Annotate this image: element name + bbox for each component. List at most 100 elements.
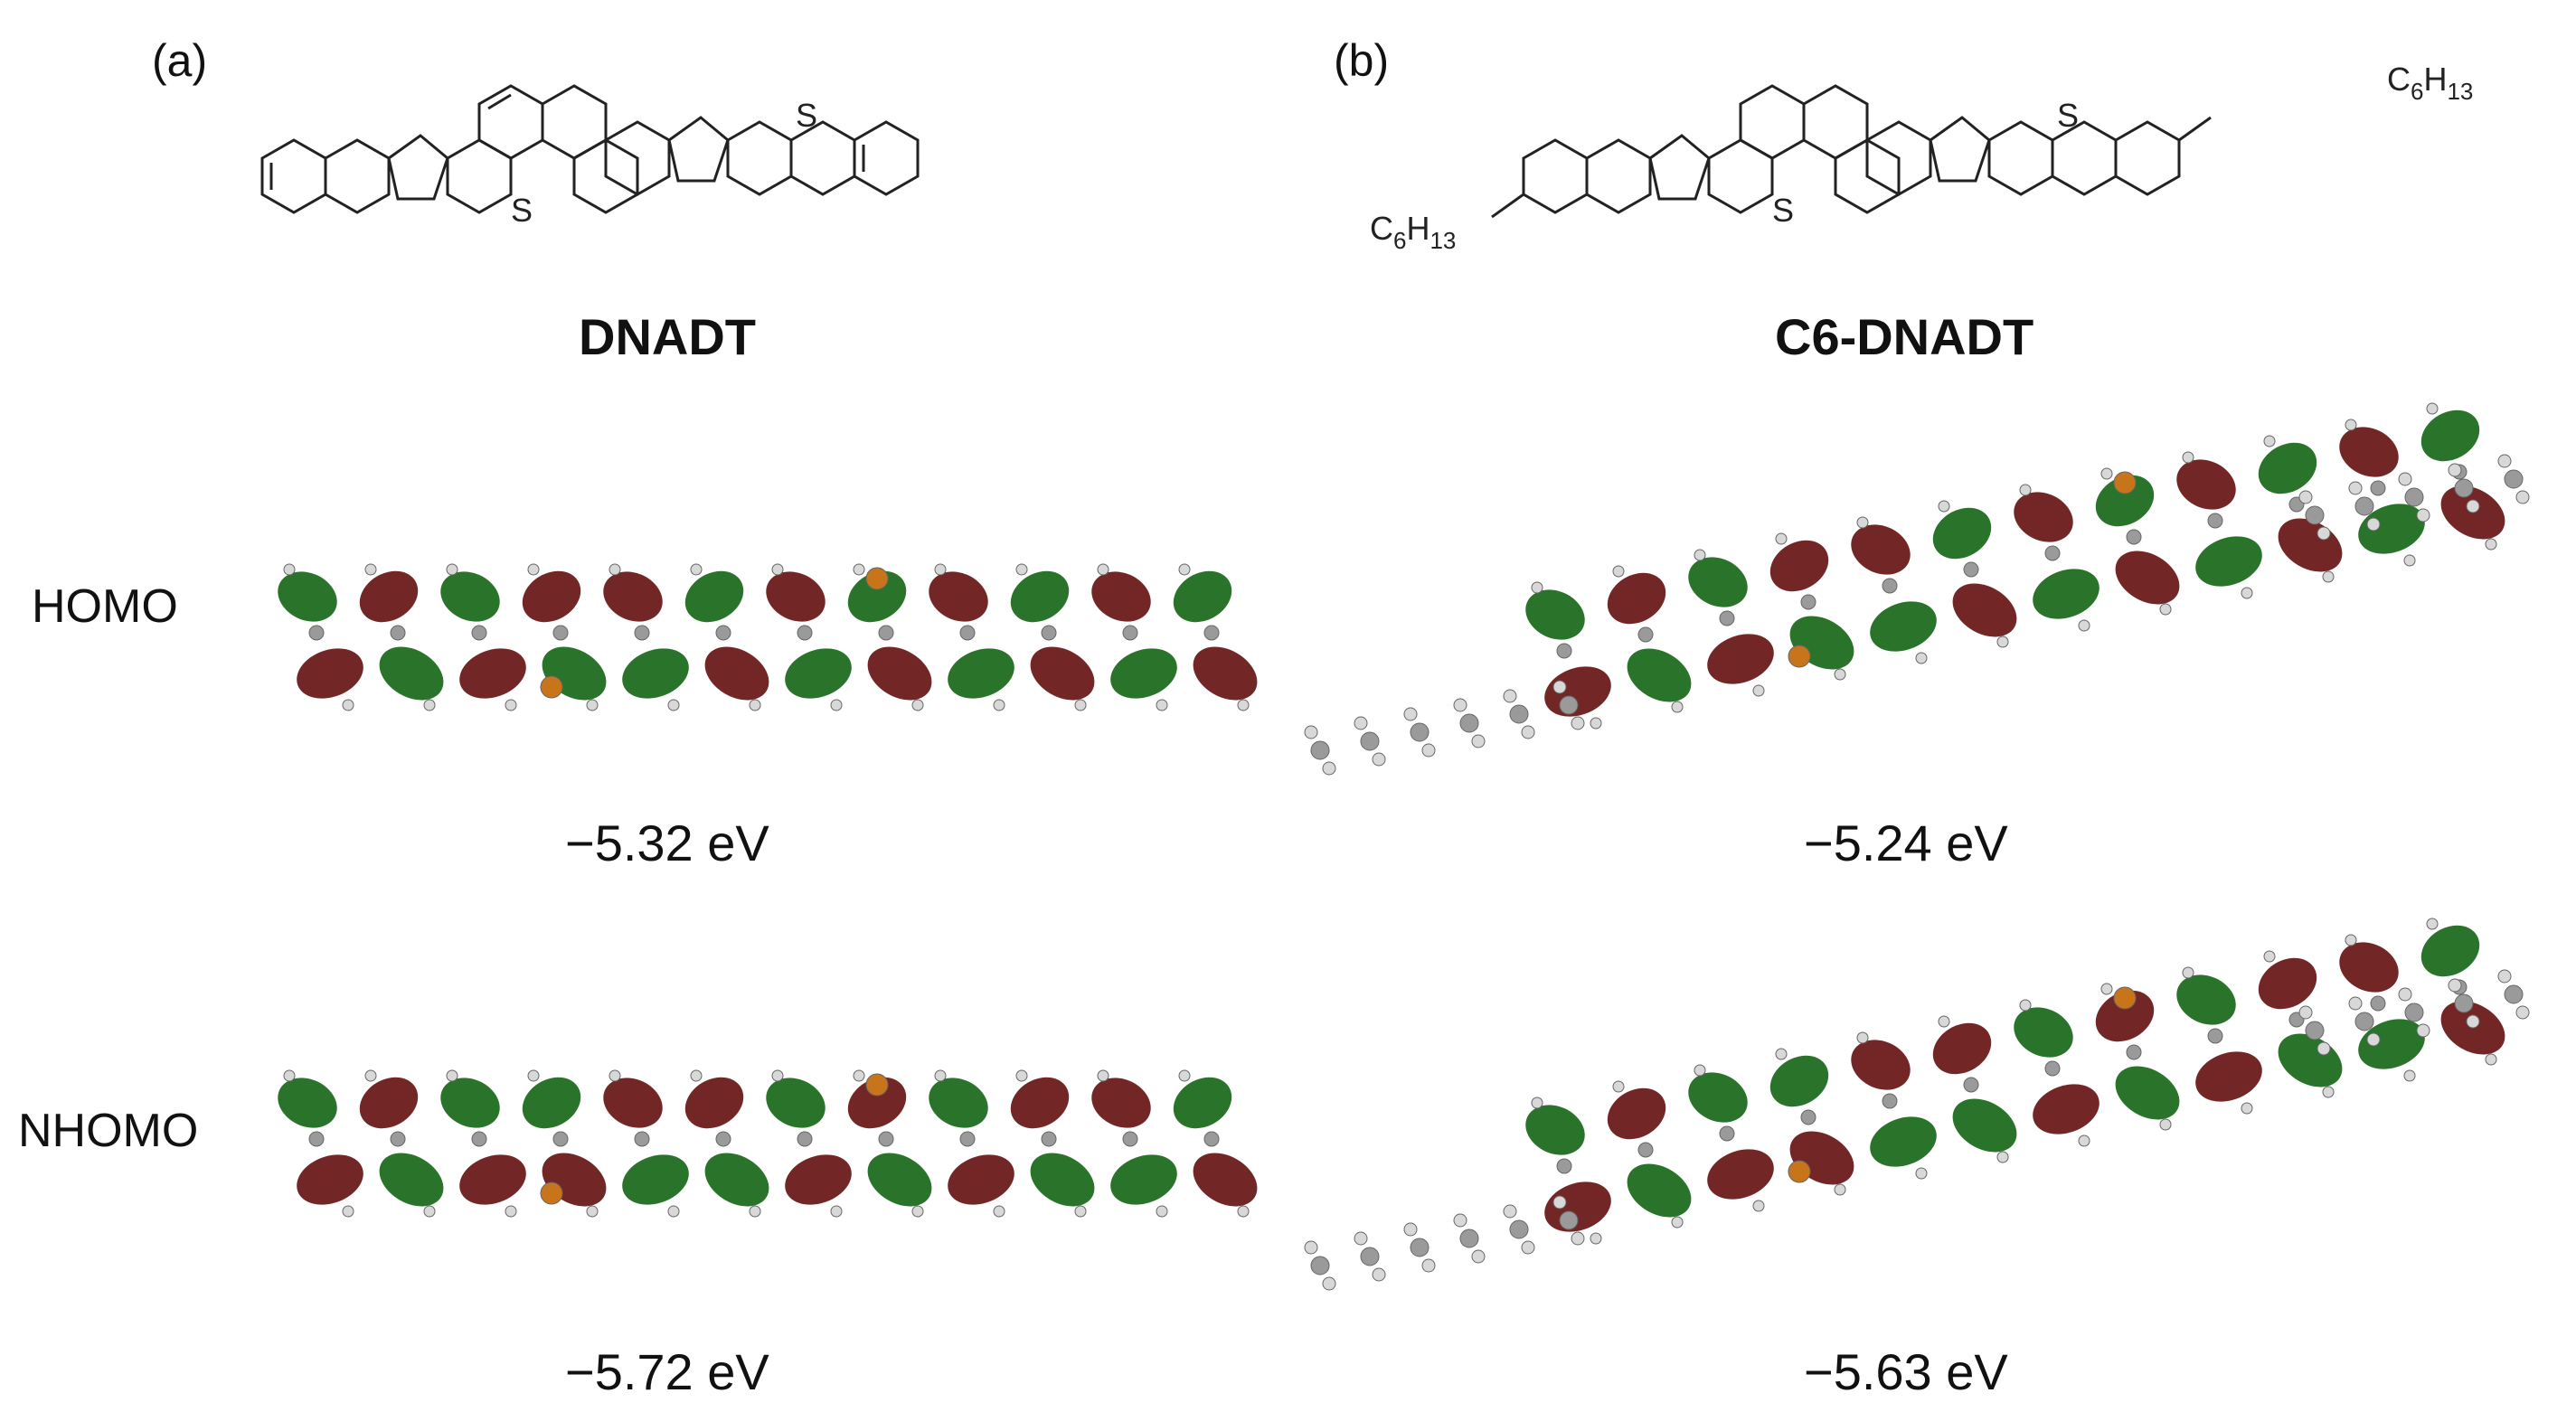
atom: [2159, 603, 2172, 616]
orbital-lobe: [1851, 1040, 1911, 1090]
atom: [1421, 743, 1436, 758]
atom: [1856, 1031, 1869, 1044]
atom: [1521, 1240, 1535, 1255]
atom: [1041, 625, 1057, 641]
atom: [1882, 578, 1898, 594]
atom: [865, 1073, 889, 1097]
atom: [2448, 463, 2462, 477]
atom: [2345, 934, 2357, 946]
atom: [1915, 652, 1928, 664]
atom: [2398, 472, 2412, 486]
atom: [2207, 1028, 2223, 1044]
atom: [1719, 610, 1735, 626]
orbital-lobe: [522, 570, 581, 623]
orbital-lobe: [542, 1153, 607, 1207]
atom: [552, 625, 569, 641]
atom: [797, 1131, 813, 1147]
orbital-lobe: [2258, 442, 2317, 494]
orbital-lobe: [1173, 570, 1232, 623]
atom: [1775, 1048, 1788, 1060]
atom: [771, 1069, 784, 1082]
atom: [771, 563, 784, 576]
atom: [1509, 704, 1529, 724]
atom: [1882, 1093, 1898, 1109]
orbital-lobe: [1091, 571, 1151, 622]
atom: [1963, 1077, 1979, 1093]
atom: [715, 625, 731, 641]
atom: [993, 1205, 1005, 1218]
orbital-lobe: [948, 648, 1014, 699]
panel-b-label: (b): [1334, 35, 1390, 86]
orbital-lobe: [785, 1154, 852, 1205]
atom: [1996, 635, 2009, 648]
atom: [1360, 1247, 1380, 1266]
atom: [993, 699, 1005, 711]
orbital-lobe: [459, 648, 526, 699]
atom: [2404, 487, 2424, 507]
orbital-lobe: [1627, 1163, 1692, 1218]
atom: [2113, 471, 2137, 494]
atom: [2100, 983, 2113, 995]
orbital-lobe: [2033, 1084, 2099, 1134]
orbital-lobe: [2095, 990, 2155, 1042]
atom: [830, 1205, 843, 1218]
hexyl-label-right: C6H13: [2387, 61, 2473, 105]
atom: [1559, 695, 1579, 715]
thiophene-ring: [1929, 116, 1991, 183]
atom: [1203, 625, 1220, 641]
atom: [1996, 1151, 2009, 1163]
atom: [1590, 717, 1602, 730]
orbital-lobe: [2358, 504, 2425, 554]
orbital-lobe: [2095, 475, 2155, 527]
atom: [1915, 1167, 1928, 1180]
atom: [667, 1205, 680, 1218]
atom: [1097, 563, 1109, 576]
dnadt-structure: [260, 84, 920, 214]
atom: [853, 1069, 865, 1082]
atom: [1531, 1097, 1543, 1109]
atom: [959, 625, 976, 641]
atom: [1788, 645, 1811, 668]
atom: [1097, 1069, 1109, 1082]
orbital-lobe: [1110, 1154, 1177, 1205]
atom: [471, 625, 487, 641]
orbital-lobe: [847, 570, 907, 623]
orbital-lobe: [359, 1077, 419, 1129]
atom: [2366, 1032, 2381, 1047]
atom: [364, 563, 377, 576]
atom: [1122, 1131, 1138, 1147]
orbital-lobe: [1952, 1098, 2017, 1153]
atom: [1531, 581, 1543, 594]
atom: [2298, 1005, 2313, 1020]
thiophene-ring: [667, 116, 730, 183]
atom: [2019, 484, 2032, 496]
atom: [1552, 1195, 1567, 1210]
orbital-lobe: [1030, 1153, 1095, 1207]
atom: [1459, 1228, 1479, 1248]
atom: [2305, 505, 2325, 525]
atom: [1963, 561, 1979, 578]
atom: [1637, 626, 1654, 643]
atom: [283, 563, 296, 576]
orbital-lobe: [278, 1078, 337, 1128]
orbital-lobe: [2339, 427, 2399, 477]
atom: [1354, 716, 1368, 730]
substituent-bond: [1491, 193, 1524, 219]
atom: [2317, 526, 2331, 541]
orbital-lobe: [2420, 925, 2480, 977]
atom: [934, 1069, 947, 1082]
atom: [1556, 643, 1572, 659]
atom: [1571, 716, 1585, 730]
atom: [749, 1205, 761, 1218]
orbital-lobe: [1851, 524, 1911, 575]
atom: [2019, 999, 2032, 1012]
atom: [308, 625, 325, 641]
atom: [1612, 565, 1625, 578]
orbital-lobe: [1173, 1077, 1232, 1129]
atom: [540, 675, 563, 699]
orbital-lobe: [1544, 666, 1611, 717]
orbital-lobe: [359, 570, 419, 623]
orbital-lobe: [1789, 1131, 1854, 1185]
